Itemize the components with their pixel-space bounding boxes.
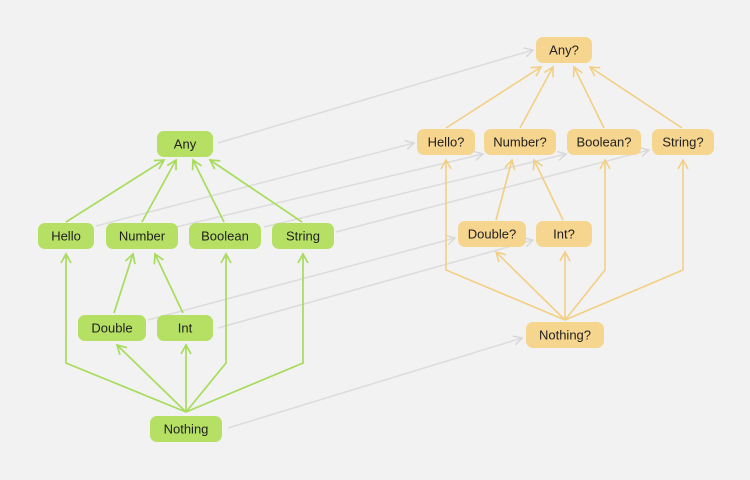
edge-double-to-double-nullable xyxy=(147,235,457,321)
edge-double-to-number xyxy=(113,252,136,314)
node-nothing: Nothing xyxy=(150,416,222,442)
node-boolean-nullable-label: Boolean? xyxy=(577,135,632,150)
node-nothing-label: Nothing xyxy=(164,422,209,437)
node-number-nullable-label: Number? xyxy=(493,135,546,150)
nullable-nodes: Any? Hello? Number? Boolean? String? Dou… xyxy=(417,37,714,348)
edge-nothing-nullable-to-hello-nullable xyxy=(440,158,566,321)
edge-nothing-to-double xyxy=(115,343,187,413)
edge-nothing-nullable-to-string-nullable xyxy=(564,158,689,321)
edge-nothing-to-boolean xyxy=(185,252,232,413)
edge-nothing-to-string xyxy=(185,252,309,413)
non-null-edges xyxy=(60,158,309,413)
node-double: Double xyxy=(78,315,146,341)
node-any-nullable: Any? xyxy=(536,37,592,63)
nullable-edges xyxy=(440,65,689,321)
node-int-nullable-label: Int? xyxy=(553,227,575,242)
node-any-nullable-label: Any? xyxy=(549,43,579,58)
edge-nothing-nullable-to-double-nullable xyxy=(494,250,566,321)
node-string-nullable-label: String? xyxy=(662,135,703,150)
node-number-nullable: Number? xyxy=(484,129,556,155)
edge-nothing-to-nothing-nullable xyxy=(227,335,524,429)
node-double-nullable: Double? xyxy=(458,221,526,247)
node-int: Int xyxy=(157,315,213,341)
node-double-label: Double xyxy=(91,321,132,336)
edge-number-to-any xyxy=(141,158,177,223)
node-string-label: String xyxy=(286,229,320,244)
node-double-nullable-label: Double? xyxy=(468,227,516,242)
edge-boolean-to-boolean-nullable xyxy=(263,150,568,228)
edge-any-to-any-nullable xyxy=(217,47,535,144)
edge-int-to-number xyxy=(153,252,184,314)
node-number-label: Number xyxy=(119,229,166,244)
edge-boolean-to-any xyxy=(191,158,225,223)
edge-string-to-string-nullable xyxy=(335,146,651,233)
non-null-nodes: Any Hello Number Boolean String Double I… xyxy=(38,131,334,442)
edge-nothing-nullable-to-boolean-nullable xyxy=(564,158,611,321)
node-hello-nullable-label: Hello? xyxy=(428,135,465,150)
edge-string-to-any xyxy=(208,159,303,223)
node-any-label: Any xyxy=(174,137,197,152)
edge-number-to-number-nullable xyxy=(171,150,485,229)
edge-int-to-int-nullable xyxy=(217,237,535,329)
mapping-edges xyxy=(95,47,651,429)
node-boolean: Boolean xyxy=(189,223,261,249)
edge-int-nullable-to-number-nullable xyxy=(532,158,564,221)
edge-hello-nullable-to-any-nullable xyxy=(445,66,543,129)
edge-hello-to-hello-nullable xyxy=(95,139,416,227)
node-string-nullable: String? xyxy=(652,129,714,155)
node-any: Any xyxy=(157,131,213,157)
node-hello-label: Hello xyxy=(51,229,81,244)
edge-double-nullable-to-number-nullable xyxy=(495,158,516,221)
node-hello: Hello xyxy=(38,223,94,249)
edge-hello-to-any xyxy=(65,159,166,223)
node-hello-nullable: Hello? xyxy=(417,129,475,155)
node-boolean-label: Boolean xyxy=(201,229,249,244)
edge-number-nullable-to-any-nullable xyxy=(519,65,554,129)
node-nothing-nullable: Nothing? xyxy=(526,322,604,348)
edge-boolean-nullable-to-any-nullable xyxy=(572,65,605,129)
edge-nothing-to-hello xyxy=(60,252,187,413)
node-string: String xyxy=(272,223,334,249)
node-int-nullable: Int? xyxy=(536,221,592,247)
node-int-label: Int xyxy=(178,321,193,336)
node-nothing-nullable-label: Nothing? xyxy=(539,328,591,343)
node-boolean-nullable: Boolean? xyxy=(567,129,641,155)
node-number: Number xyxy=(106,223,178,249)
edge-string-nullable-to-any-nullable xyxy=(588,66,683,129)
